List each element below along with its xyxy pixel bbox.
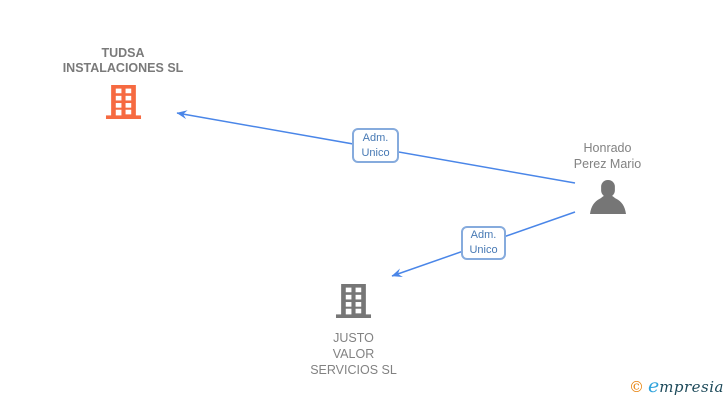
- company-name-line: INSTALACIONES SL: [62, 61, 184, 75]
- brand-rest: mpresia: [659, 378, 724, 396]
- building-icon: [335, 284, 372, 323]
- edge-label-adm-unico: Adm. Unico: [352, 128, 399, 163]
- person-icon: [589, 180, 626, 219]
- company-name-line: TUDSA: [101, 46, 145, 60]
- edge-label-line: Adm.: [362, 131, 389, 144]
- empresia-logo[interactable]: ©empresia: [629, 375, 724, 397]
- brand-wordmark: empresia: [647, 375, 724, 397]
- edge-label-line: Unico: [469, 244, 498, 256]
- edge-label-line: Adm.: [470, 229, 497, 241]
- company-name-line: VALOR: [332, 347, 375, 361]
- person-name: Honrado Perez Mario: [540, 140, 675, 172]
- company-name: JUSTO VALOR SERVICIOS SL: [286, 330, 421, 378]
- edge-label-adm-unico: Adm. Unico: [461, 226, 506, 260]
- node-tudsa-instalaciones[interactable]: TUDSA INSTALACIONES SL: [28, 46, 218, 124]
- building-icon: [105, 85, 142, 124]
- person-name-line: Perez Mario: [573, 157, 642, 171]
- brand-initial: e: [647, 375, 660, 397]
- company-name-line: JUSTO: [333, 331, 374, 345]
- node-honrado-perez-mario[interactable]: Honrado Perez Mario: [540, 140, 675, 219]
- person-name-line: Honrado: [583, 141, 632, 155]
- edge-label-line: Unico: [361, 146, 390, 159]
- copyright-icon: ©: [628, 378, 644, 396]
- company-name-line: SERVICIOS SL: [310, 363, 397, 377]
- node-justo-valor-servicios[interactable]: JUSTO VALOR SERVICIOS SL: [286, 284, 421, 378]
- company-name: TUDSA INSTALACIONES SL: [28, 46, 218, 76]
